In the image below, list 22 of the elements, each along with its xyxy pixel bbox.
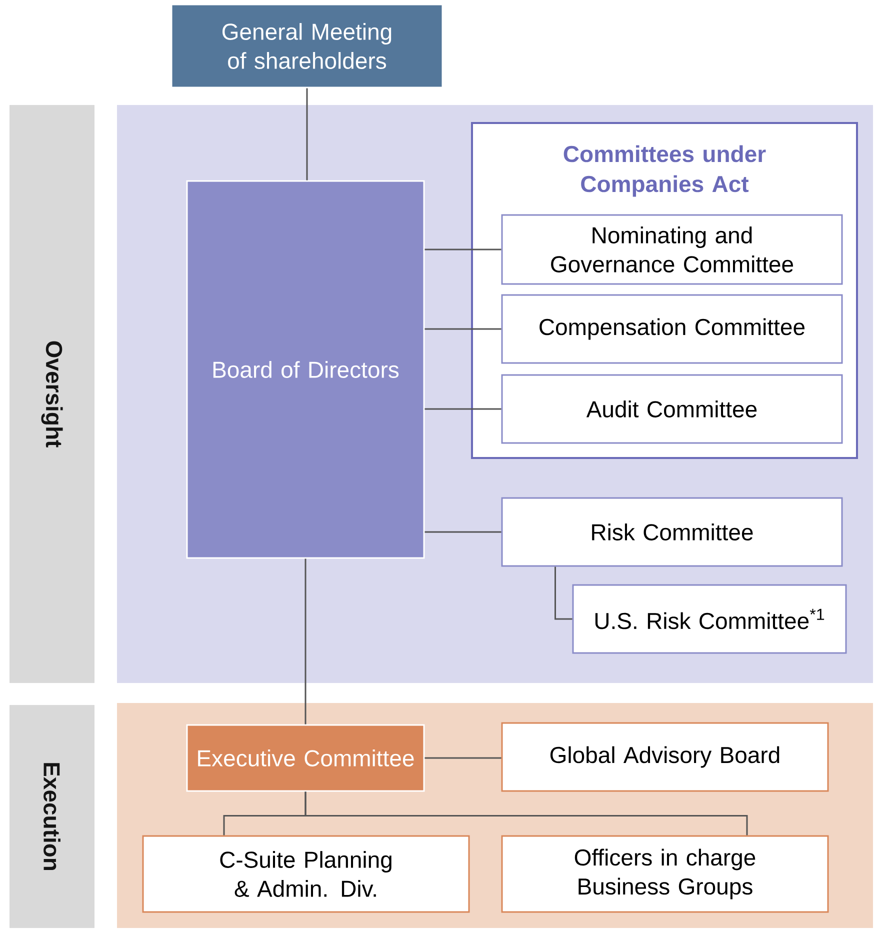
unit-box: Global Advisory Board — [501, 722, 829, 792]
connector-line — [554, 566, 572, 620]
committee-box: Compensation Committee — [501, 294, 843, 364]
connector-line — [306, 88, 308, 180]
connector-line — [424, 248, 502, 250]
meeting-box: General Meeting of shareholders — [170, 4, 444, 88]
unit-box: C-Suite Planning & Admin. Div. — [142, 835, 470, 913]
side-band: Execution — [10, 705, 94, 928]
connector-line — [424, 408, 502, 410]
connector-line — [424, 328, 502, 330]
connector-line — [424, 531, 502, 533]
connector-line — [304, 558, 306, 724]
committee-box: Audit Committee — [501, 374, 843, 444]
committee-box: Nominating and Governance Committee — [501, 214, 843, 285]
side-band: Oversight — [10, 105, 94, 683]
connector-line — [424, 757, 502, 759]
committee-box: Risk Committee — [501, 497, 843, 567]
board-box: Board of Directors — [186, 180, 425, 559]
unit-box: Officers in charge Business Groups — [501, 835, 829, 913]
connector-line — [304, 792, 748, 836]
executive-box: Executive Committee — [186, 724, 425, 792]
committee-box: U.S. Risk Committee$^{*1}$ — [572, 584, 847, 654]
